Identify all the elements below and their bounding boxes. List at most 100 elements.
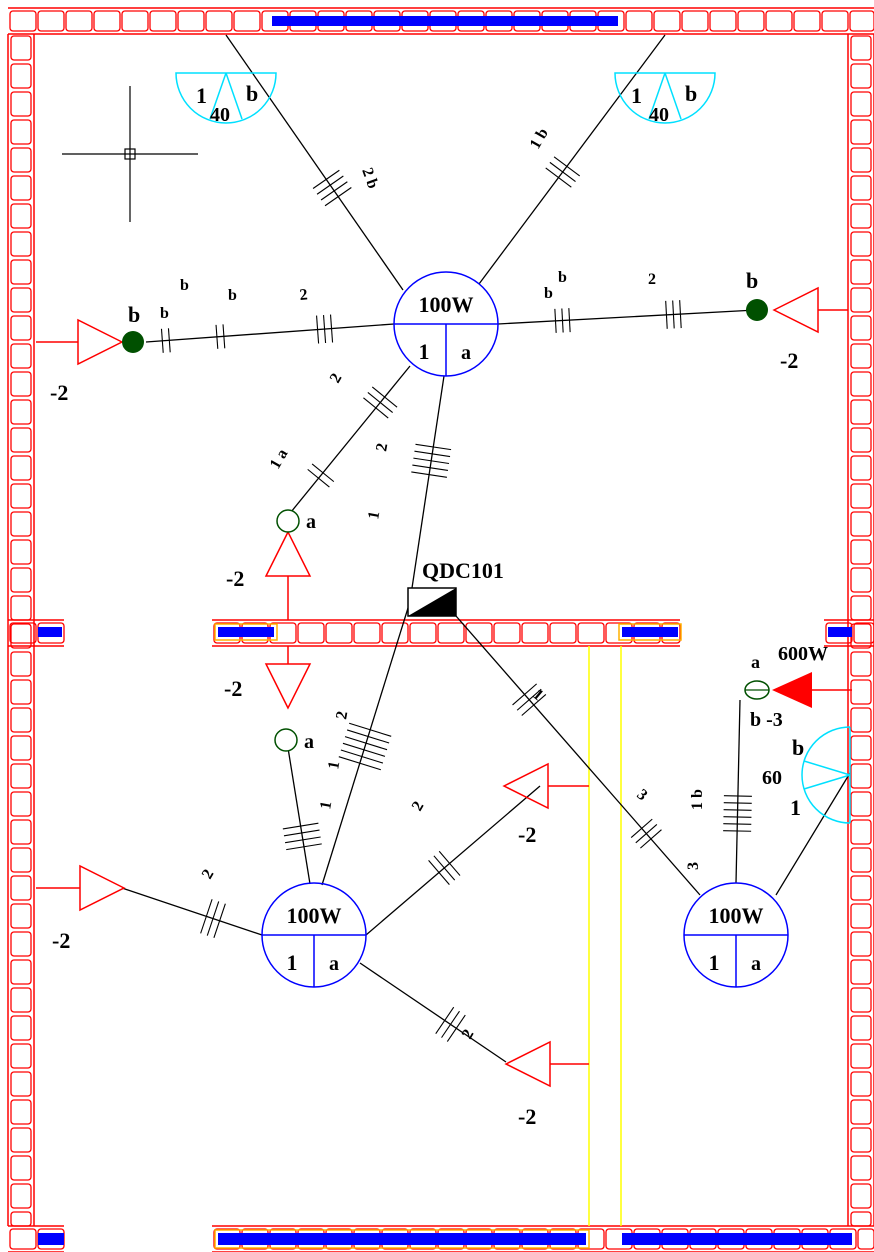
lamp-count: 1 — [790, 795, 801, 820]
brick — [625, 10, 653, 32]
wire-tick — [441, 1010, 460, 1038]
wire-label: b — [228, 287, 237, 304]
brick — [850, 679, 872, 705]
brick — [857, 1228, 874, 1250]
windows — [38, 16, 852, 1249]
wire-tick — [324, 187, 352, 207]
wire-tick — [167, 328, 171, 353]
brick — [10, 259, 32, 285]
lamp-fixture-2[interactable]: 1 40 b — [614, 72, 716, 126]
wire — [365, 785, 541, 936]
window-frame — [618, 623, 682, 641]
brick — [325, 622, 353, 644]
brick — [850, 511, 872, 537]
fixture-count: 1 — [709, 950, 720, 975]
wire-tick — [329, 314, 334, 343]
brick — [10, 567, 32, 593]
lamp-fixture-1[interactable]: 1 40 b — [175, 72, 277, 126]
lamp-circuit: b — [685, 81, 697, 106]
brick — [10, 623, 32, 649]
outlet — [772, 286, 819, 334]
distribution-panel[interactable]: QDC101 — [407, 558, 504, 617]
wire — [321, 607, 409, 886]
wire-label: b — [544, 285, 553, 302]
switch — [276, 509, 300, 533]
wire-tick — [723, 830, 752, 832]
brick — [10, 371, 32, 397]
wire-label: 2 — [327, 371, 346, 386]
fixture-power: 100W — [287, 903, 342, 928]
switch-label: a — [304, 731, 314, 753]
wire — [359, 962, 507, 1063]
ceiling-fixture-3[interactable]: 100W 1 a — [683, 882, 789, 988]
brick — [409, 622, 437, 644]
brick — [10, 1071, 32, 1097]
brick — [233, 10, 261, 32]
wire-tick — [363, 397, 389, 419]
brick — [9, 1228, 37, 1250]
outlet — [264, 663, 312, 710]
brick — [850, 315, 872, 341]
wire-label: 2 — [199, 867, 218, 882]
lamp-fixture-3[interactable]: b 60 1 — [706, 726, 874, 824]
wire-tick — [312, 169, 340, 189]
socket-label: b — [746, 268, 758, 293]
wire-tick — [338, 756, 381, 771]
outlet — [77, 318, 124, 366]
brick — [850, 1071, 872, 1097]
wire-label: 2 — [373, 442, 391, 453]
wire-label: b — [160, 305, 169, 322]
window-frame — [214, 623, 278, 641]
panel-label: QDC101 — [422, 558, 504, 583]
brick — [850, 91, 872, 117]
brick — [850, 63, 872, 89]
brick — [10, 1043, 32, 1069]
ceiling-fixture-2[interactable]: 100W 1 a — [261, 882, 367, 988]
brick — [10, 959, 32, 985]
brick — [850, 763, 872, 789]
brick — [850, 735, 872, 761]
wire-tick — [561, 308, 564, 333]
lamp-count: 1 — [196, 83, 207, 108]
brick — [821, 10, 849, 32]
wire-tick — [213, 903, 226, 939]
brick — [850, 483, 872, 509]
brick — [10, 819, 32, 845]
wire-tick — [344, 736, 388, 751]
wiring — [121, 34, 851, 1063]
wire — [455, 615, 701, 896]
wire — [121, 887, 263, 936]
brick — [10, 1211, 32, 1227]
wire-tick — [322, 315, 327, 344]
lamp-circuit: b — [792, 735, 804, 760]
wire-label: 3 — [633, 786, 650, 804]
brick — [850, 539, 872, 565]
wire-label: b — [180, 277, 189, 294]
brick — [10, 1183, 32, 1209]
brick — [10, 35, 32, 61]
lamp-wattage: 60 — [762, 767, 782, 789]
wire-tick — [414, 450, 451, 458]
brick — [10, 903, 32, 929]
brick — [10, 63, 32, 89]
brick — [10, 427, 32, 453]
wire-tick — [307, 468, 330, 488]
brick — [850, 847, 872, 873]
window — [218, 1233, 586, 1245]
brick — [10, 875, 32, 901]
heater-outlet[interactable]: 600W a b -3 — [744, 643, 852, 731]
brick — [850, 931, 872, 957]
lamp-circuit: b — [246, 81, 258, 106]
brick — [709, 10, 737, 32]
brick — [10, 511, 32, 537]
wire-tick — [286, 843, 322, 851]
wire — [735, 699, 741, 884]
window — [622, 627, 678, 637]
wire-tick — [635, 823, 658, 844]
ceiling-fixture-1[interactable]: 100W 1 a — [393, 271, 499, 377]
brick — [10, 343, 32, 369]
wire-tick — [283, 829, 320, 837]
brick — [121, 10, 149, 32]
brick — [10, 651, 32, 677]
